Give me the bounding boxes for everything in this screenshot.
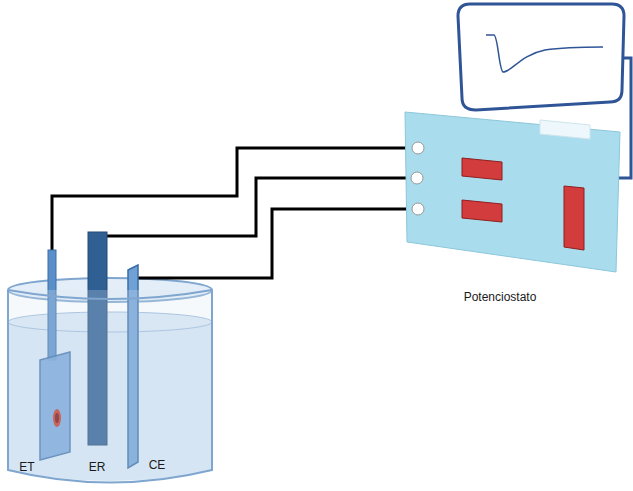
potentiostat (405, 112, 620, 272)
voltammogram-curve (486, 35, 603, 72)
control-button (462, 158, 502, 180)
device-node: Potenciostato (404, 112, 621, 274)
terminal (412, 203, 424, 215)
terminal (411, 172, 423, 184)
terminal (412, 142, 424, 154)
beaker (8, 290, 212, 483)
electrode-label: CE (149, 458, 166, 472)
control-button (462, 200, 502, 222)
wire (106, 178, 411, 236)
control-slider (564, 186, 584, 250)
monitor (458, 4, 624, 110)
beaker-rim (8, 290, 212, 299)
device-label: Potenciostato (464, 290, 537, 304)
electrode-label: ET (19, 460, 34, 474)
electrode-label: ER (89, 460, 106, 474)
wire (137, 209, 412, 278)
display-window (540, 120, 590, 139)
